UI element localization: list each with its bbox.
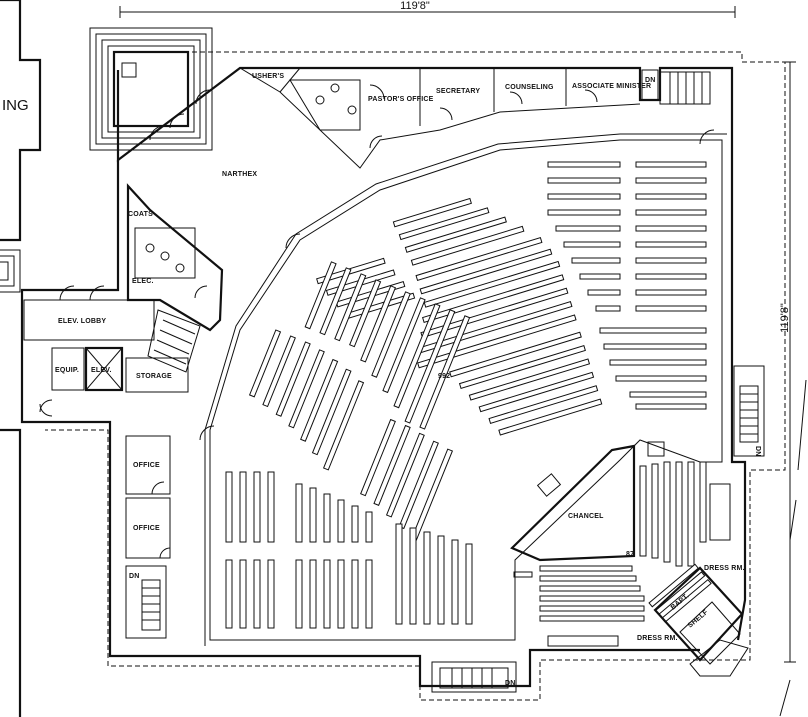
baptistery <box>653 566 749 677</box>
stair-dn-bottom <box>431 661 517 693</box>
label-dress-rm-right: DRESS RM. <box>704 565 745 572</box>
choir-seating <box>513 461 731 647</box>
stair-tower-top-left <box>89 27 213 151</box>
label-dress-rm-bottom: DRESS RM. <box>637 635 678 642</box>
restroom-block <box>126 183 224 332</box>
label-pastors-office: PASTOR'S OFFICE <box>368 96 434 103</box>
label-choir-seat-count: 87 <box>626 551 634 558</box>
stair-dn-top <box>659 71 711 105</box>
label-storage: STORAGE <box>136 373 172 380</box>
stair-dn-left <box>125 565 167 639</box>
left-offices <box>125 435 171 639</box>
dimension-top: 119'8" <box>119 0 736 18</box>
pews-left-angled-block <box>248 261 471 541</box>
label-dn-top: DN <box>645 77 656 84</box>
label-dn-left: DN <box>129 573 140 580</box>
label-shelf: SHELF <box>687 608 710 629</box>
edge-marks <box>779 379 807 717</box>
label-ushers: USHER'S <box>252 73 284 80</box>
label-coats: COATS <box>128 211 153 218</box>
dimension-right: 119'8" <box>779 61 796 663</box>
dimension-top-label: 119'8" <box>400 0 430 12</box>
label-secretary: SECRETARY <box>436 88 480 95</box>
pews-bottom-left-block <box>225 471 473 629</box>
label-elec: ELEC. <box>132 278 154 285</box>
label-equip: EQUIP. <box>55 367 79 374</box>
label-counseling: COUNSELING <box>505 84 554 91</box>
property-outline <box>45 51 786 701</box>
neighbor-building-label: ING <box>2 97 29 114</box>
chancel-platform <box>510 441 665 562</box>
pews-right-block <box>547 161 707 410</box>
label-elev-lobby: ELEV. LOBBY <box>58 318 106 325</box>
label-elev: ELEV. <box>91 367 112 374</box>
label-office-2: OFFICE <box>133 525 160 532</box>
label-associate-minister: ASSOCIATE MINISTER <box>572 83 651 90</box>
neighbor-building: ING <box>0 0 42 717</box>
label-seat-count: 992 <box>438 373 450 380</box>
office-wing <box>239 67 711 169</box>
label-narthex: NARTHEX <box>222 171 257 178</box>
narthex-doors <box>149 89 715 441</box>
label-office-1: OFFICE <box>133 462 160 469</box>
elevator-area <box>23 285 201 417</box>
label-dn-right: DN <box>754 446 761 457</box>
label-chancel: CHANCEL <box>568 513 604 520</box>
stair-dn-right <box>733 365 765 457</box>
pews-center-block <box>316 197 603 436</box>
label-dn-bottom: DN <box>505 680 516 687</box>
stair-elev-lobby <box>147 309 201 373</box>
